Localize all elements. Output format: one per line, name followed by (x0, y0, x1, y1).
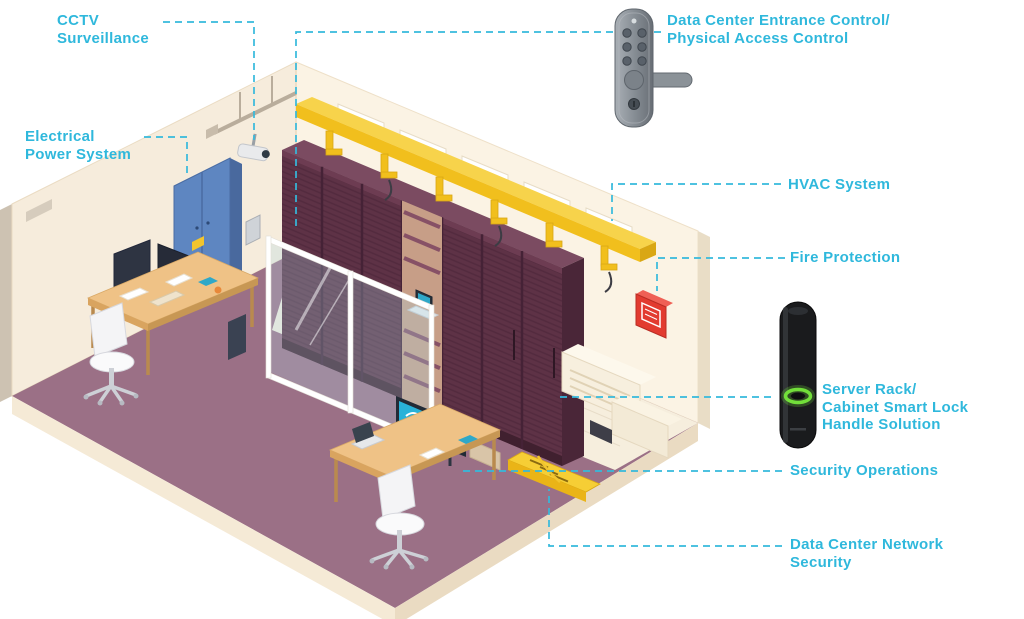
connector-cctv (163, 21, 255, 140)
label-fire-protection: Fire Protection (790, 249, 901, 266)
door-handle-keypad-product (614, 8, 693, 128)
connector-fire (656, 257, 785, 291)
workstation-desk-2 (328, 396, 502, 528)
cable-duct (296, 97, 656, 262)
label-network-security: Data Center Network Security (790, 536, 944, 571)
network-switch (469, 439, 601, 502)
connector-hvac (611, 183, 781, 221)
fire-alarm-panel (635, 290, 673, 339)
label-cctv-surveillance: CCTV Surveillance (57, 12, 149, 47)
crac-units (561, 344, 682, 459)
workstation-desk-1 (86, 239, 260, 375)
ceiling-conduit (206, 76, 297, 139)
office-chair-2 (369, 464, 429, 570)
cable-hooks (325, 130, 618, 293)
office-chair-1 (83, 302, 139, 406)
label-security-operations: Security Operations (790, 462, 939, 479)
connector-network (548, 489, 782, 547)
label-rack-smart-lock: Server Rack/ Cabinet Smart Lock Handle S… (822, 381, 969, 434)
label-electrical-power: Electrical Power System (25, 128, 132, 163)
connector-power (144, 136, 188, 174)
connector-entrance (295, 31, 661, 228)
smart-lock-handle-product (779, 301, 817, 449)
label-entrance-control: Data Center Entrance Control/ Physical A… (667, 12, 890, 47)
label-hvac: HVAC System (788, 176, 891, 193)
